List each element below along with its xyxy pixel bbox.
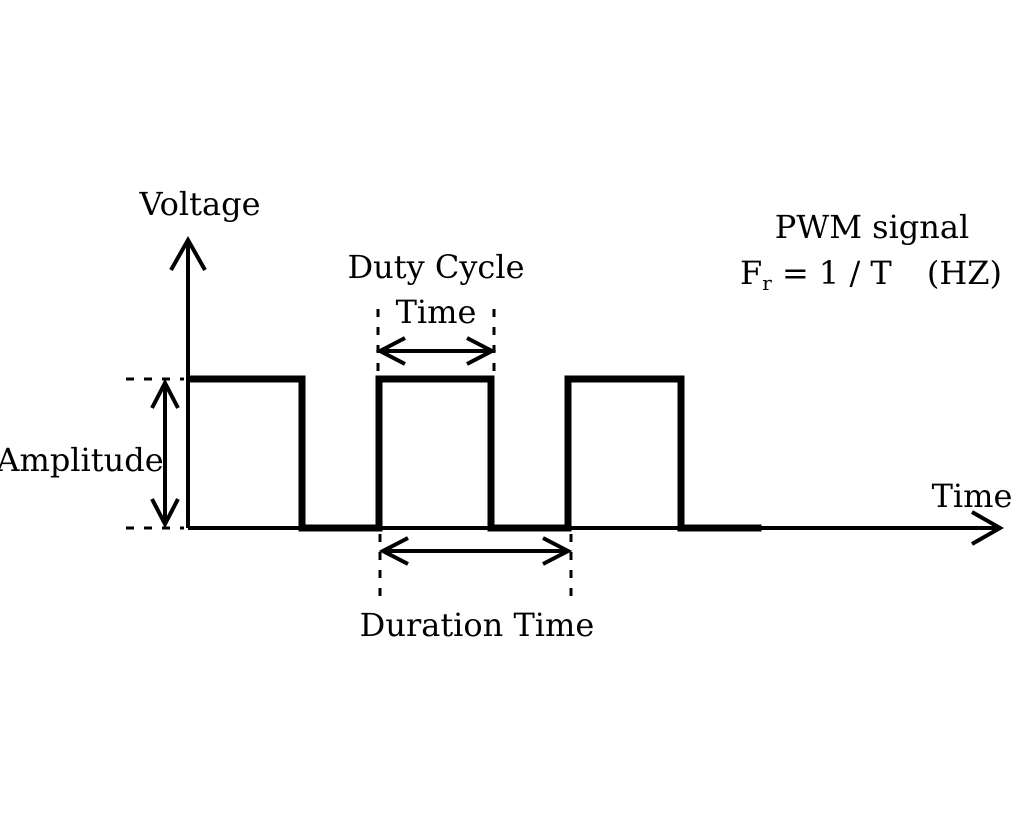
y-axis-arrowhead bbox=[169, 235, 207, 271]
amplitude-label: Amplitude bbox=[0, 441, 164, 479]
duration-label: Duration Time bbox=[360, 606, 595, 644]
formula-subscript: r bbox=[762, 271, 772, 295]
duty-arrowhead-left bbox=[375, 336, 406, 366]
signal-title: PWM signal bbox=[775, 208, 969, 246]
duty-cycle-label: Duty Cycle bbox=[347, 248, 524, 286]
formula-f: F bbox=[740, 254, 762, 292]
duty-cycle-time-label: Time bbox=[396, 293, 477, 331]
duty-arrowhead-right bbox=[466, 336, 497, 366]
duration-arrowhead-left bbox=[378, 536, 409, 566]
amplitude-arrowhead-down bbox=[150, 498, 180, 529]
duration-arrowhead-right bbox=[542, 536, 573, 566]
frequency-formula: Fr = 1 / T bbox=[740, 254, 892, 295]
x-axis-label: Time bbox=[932, 477, 1013, 515]
formula-rest: = 1 / T bbox=[772, 254, 893, 292]
amplitude-arrowhead-up bbox=[150, 378, 180, 409]
pwm-waveform bbox=[186, 375, 762, 532]
y-axis-label: Voltage bbox=[138, 185, 260, 223]
frequency-unit: (HZ) bbox=[927, 254, 1002, 292]
x-axis-arrowhead bbox=[971, 510, 1005, 546]
